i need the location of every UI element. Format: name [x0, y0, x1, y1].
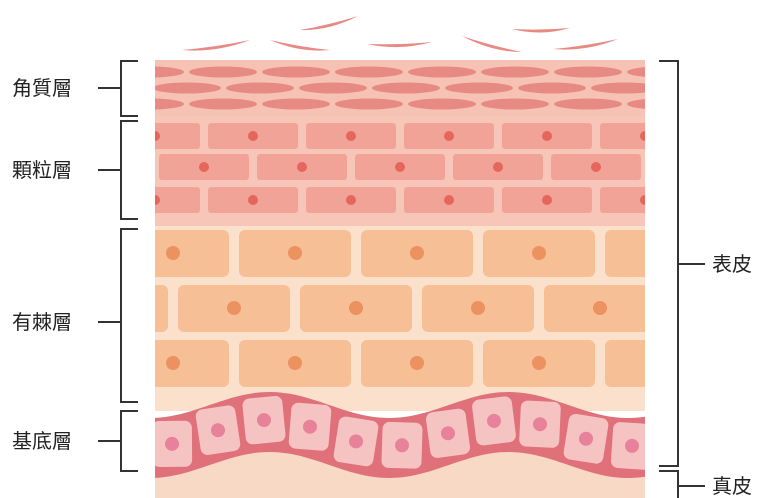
corneocyte [262, 99, 330, 110]
flake-cell [462, 36, 522, 52]
spinous-nucleus [227, 301, 241, 315]
bracket-stratum-spinosum [98, 229, 138, 402]
bracket-epidermis [659, 61, 705, 466]
granular-nucleus [591, 162, 601, 172]
corneocyte [481, 99, 549, 110]
left-brackets [98, 61, 138, 471]
granular-nucleus [297, 162, 307, 172]
basal-nucleus [165, 437, 179, 451]
shedding-cells [182, 16, 618, 52]
corneocyte [408, 99, 476, 110]
corneocyte [627, 99, 695, 110]
spinous-nucleus [288, 356, 302, 370]
granular-nucleus [444, 195, 454, 205]
corneocyte [226, 83, 294, 94]
corneocyte [189, 99, 257, 110]
flake-cell [512, 28, 570, 33]
basal-cell-group [471, 396, 516, 447]
flake-cell [367, 42, 432, 47]
granular-nucleus [199, 162, 209, 172]
basal-cell-group [425, 408, 471, 459]
flake-cell [553, 39, 618, 50]
corneocyte [554, 99, 622, 110]
granular-nucleus [689, 162, 699, 172]
corneocyte [262, 67, 330, 78]
spinous-cell [605, 230, 717, 277]
corneocyte [299, 83, 367, 94]
granular-nucleus [248, 195, 258, 205]
corneocyte [518, 83, 586, 94]
basal-cell-group [333, 416, 380, 468]
spinous-nucleus [532, 356, 546, 370]
spinous-cell [605, 340, 717, 387]
label-stratum-spinosum: 有棘層 [12, 310, 72, 334]
spinous-nucleus [532, 246, 546, 260]
bracket-dermis [659, 471, 705, 498]
granular-nucleus [346, 195, 356, 205]
spinous-nucleus [593, 301, 607, 315]
flake-cell [182, 40, 250, 51]
granular-nucleus [493, 162, 503, 172]
bracket-stratum-granulosum [98, 121, 138, 219]
granular-nucleus [248, 131, 258, 141]
corneocyte [408, 67, 476, 78]
spinous-nucleus [349, 301, 363, 315]
granular-nucleus [444, 131, 454, 141]
corneocyte [554, 67, 622, 78]
corneocyte [116, 67, 184, 78]
corneocyte [481, 67, 549, 78]
bracket-stratum-corneum [98, 61, 138, 116]
flake-cell [300, 16, 358, 30]
spinous-nucleus [410, 356, 424, 370]
basal-cell-group [519, 400, 561, 448]
spinous-nucleus [654, 246, 668, 260]
granular-nucleus [640, 131, 650, 141]
spinous-cell [56, 285, 168, 332]
corneocyte [189, 67, 257, 78]
basal-cell-group [611, 422, 654, 470]
granular-nucleus [542, 131, 552, 141]
spinous-nucleus [105, 301, 119, 315]
granular-nucleus [150, 195, 160, 205]
label-stratum-basale: 基底層 [12, 429, 72, 453]
spinous-nucleus [471, 301, 485, 315]
spinous-nucleus [166, 356, 180, 370]
granular-nucleus [640, 195, 650, 205]
granular-nucleus [395, 162, 405, 172]
corneum-cells [80, 67, 695, 110]
corneocyte [445, 83, 513, 94]
label-stratum-granulosum: 顆粒層 [12, 158, 72, 182]
label-stratum-corneum: 角質層 [12, 76, 72, 100]
granular-cell [649, 154, 739, 180]
corneocyte [335, 67, 403, 78]
basal-cell-group [195, 404, 241, 455]
basal-cell-group [288, 402, 332, 451]
bracket-stratum-basale [98, 411, 138, 471]
spinous-nucleus [654, 356, 668, 370]
granular-nucleus [150, 131, 160, 141]
spinous-cells [56, 230, 717, 387]
basal-cell-group [242, 395, 286, 445]
corneocyte [372, 83, 440, 94]
basal-cell-group [152, 421, 192, 467]
corneocyte [335, 99, 403, 110]
granular-nucleus [542, 195, 552, 205]
corneocyte [116, 99, 184, 110]
granular-nucleus [346, 131, 356, 141]
label-dermis: 真皮 [712, 474, 752, 498]
basal-cell-group [381, 422, 422, 469]
basal-cell-group [563, 413, 610, 465]
spinous-nucleus [166, 246, 180, 260]
right-brackets [659, 61, 705, 498]
label-epidermis: 表皮 [712, 252, 752, 276]
corneocyte [591, 83, 659, 94]
spinous-nucleus [288, 246, 302, 260]
spinous-nucleus [410, 246, 424, 260]
corneocyte [627, 67, 695, 78]
flake-cell [270, 40, 330, 51]
corneocyte [153, 83, 221, 94]
